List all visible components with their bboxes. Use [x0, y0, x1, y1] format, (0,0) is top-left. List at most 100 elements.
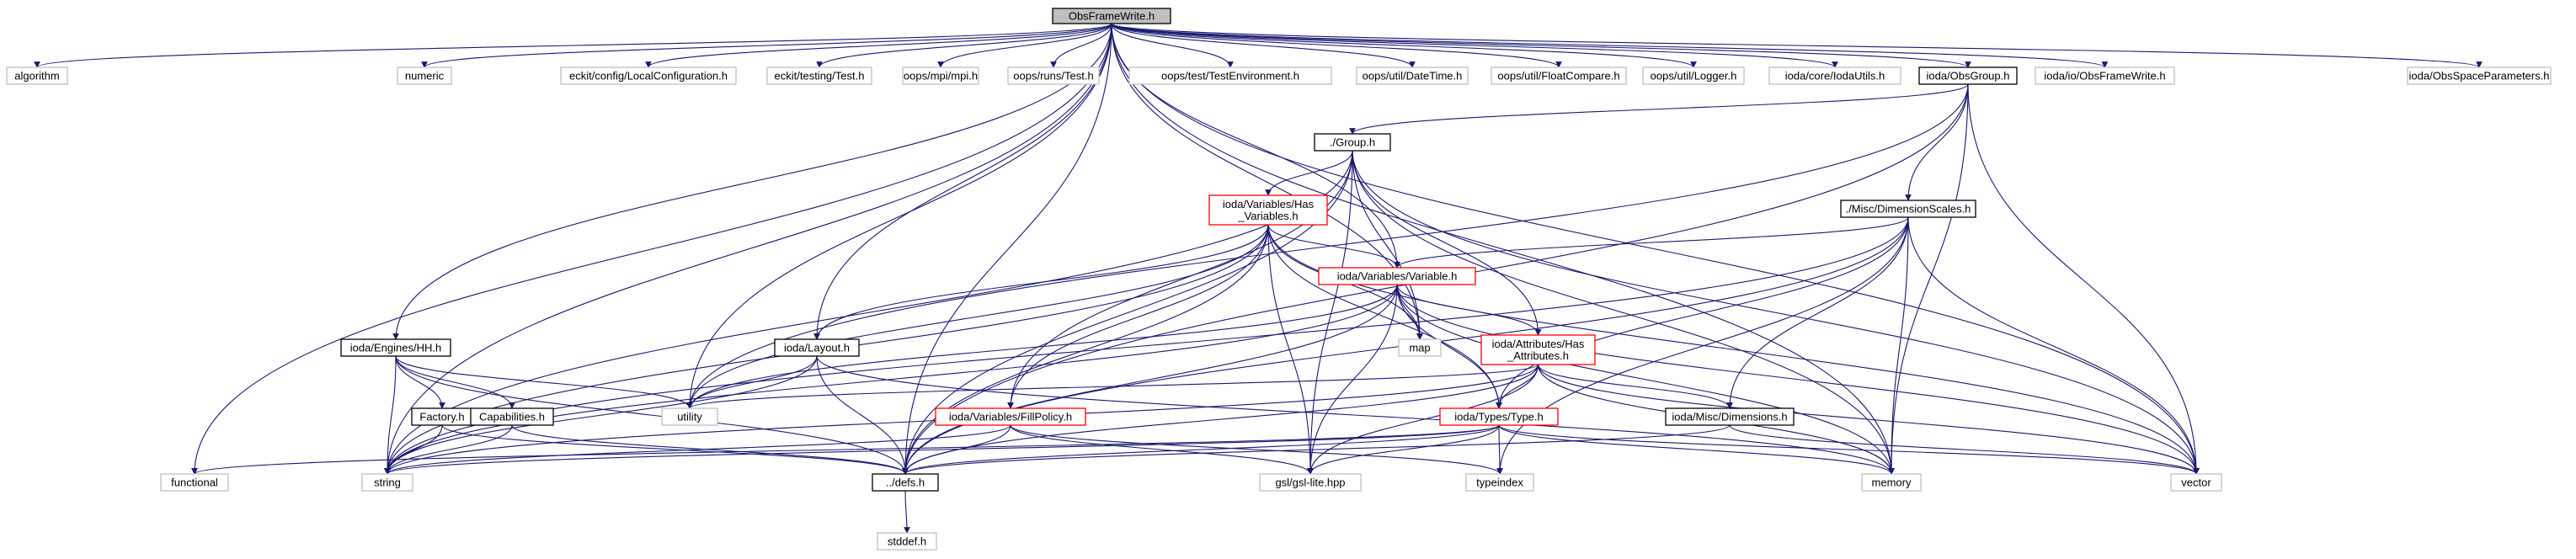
edge-root-to-datetime — [1111, 23, 1416, 68]
edge-hh-to-string — [384, 355, 397, 475]
node-label: ./Group.h — [1330, 136, 1375, 149]
node-box — [1314, 133, 1391, 152]
node-box — [774, 338, 860, 357]
edge-root-to-mpi — [937, 23, 1112, 68]
node-hasvars[interactable]: ioda/Variables/Has_Variables.h — [1208, 194, 1328, 226]
node-label: stddef.h — [888, 535, 926, 548]
node-box — [1259, 473, 1362, 492]
node-box — [1318, 267, 1476, 285]
node-label: functional — [171, 476, 218, 489]
node-box — [1398, 338, 1442, 357]
node-box — [397, 67, 452, 85]
node-functional: functional — [160, 473, 229, 492]
edge-type-to-string — [384, 424, 1500, 475]
node-defs[interactable]: ../defs.h — [872, 473, 939, 492]
node-label: Factory.h — [419, 411, 464, 423]
node-label: oops/util/FloatCompare.h — [1497, 70, 1619, 83]
edge-type-to-defs — [902, 424, 1500, 475]
edge-variable-to-hasattrs — [1396, 284, 1542, 336]
edge-group-to-fillpolicy — [1007, 150, 1353, 409]
node-box — [1840, 200, 1976, 218]
node-gsl: gsl/gsl-lite.hpp — [1259, 473, 1362, 492]
edge-hasvars-to-utility — [686, 224, 1269, 409]
node-dims[interactable]: ioda/Misc/Dimensions.h — [1665, 407, 1795, 426]
node-iofw: ioda/io/ObsFrameWrite.h — [2035, 67, 2175, 85]
node-hh[interactable]: ioda/Engines/HH.h — [340, 338, 451, 357]
node-box — [1861, 473, 1922, 492]
edge-obsgroup-to-group — [1349, 83, 1969, 135]
node-label: ioda/ObsSpaceParameters.h — [2409, 70, 2550, 83]
node-box — [1465, 473, 1534, 492]
node-logger: oops/util/Logger.h — [1642, 67, 1745, 85]
edge-hh-to-defs — [395, 355, 909, 475]
node-label: oops/util/DateTime.h — [1363, 70, 1463, 83]
node-label: ioda/Variables/Has — [1223, 198, 1315, 210]
node-layout[interactable]: ioda/Layout.h — [774, 338, 860, 357]
node-label: Capabilities.h — [479, 411, 545, 423]
node-hasattrs[interactable]: ioda/Attributes/Has_Attributes.h — [1480, 334, 1596, 365]
edge-obsgroup-to-vector — [1967, 83, 2200, 475]
node-box — [877, 532, 937, 551]
edge-type-to-gsl — [1307, 424, 1500, 475]
node-utility: utility — [661, 407, 718, 426]
node-caps[interactable]: Capabilities.h — [470, 407, 554, 426]
edge-dims-to-vector — [1729, 424, 2200, 475]
node-typeindex: typeindex — [1465, 473, 1534, 492]
node-label: oops/test/TestEnvironment.h — [1161, 70, 1299, 83]
edge-dimscales-to-typeindex — [1496, 216, 1909, 475]
edge-root-to-floatcmp — [1111, 23, 1562, 68]
node-box — [1356, 67, 1469, 85]
node-datetime: oops/util/DateTime.h — [1356, 67, 1469, 85]
edge-root-to-memory — [1111, 23, 1895, 475]
edge-root-to-logger — [1111, 23, 1697, 68]
node-group[interactable]: ./Group.h — [1314, 133, 1391, 152]
edge-root-to-localconf — [645, 23, 1112, 68]
edge-obsgroup-to-dimscales — [1905, 83, 1969, 201]
node-box — [1918, 67, 2018, 85]
node-box — [1642, 67, 1745, 85]
node-label: ../defs.h — [886, 476, 925, 489]
node-label: ioda/Engines/HH.h — [350, 342, 441, 354]
edge-hasattrs-to-utility — [686, 364, 1539, 409]
edge-type-to-vector — [1498, 424, 2200, 475]
edge-obsgroup-to-memory — [1888, 83, 1969, 475]
edge-group-to-gsl — [1307, 150, 1353, 475]
edge-root-to-testenv — [1111, 23, 1234, 68]
node-vector: vector — [2170, 473, 2222, 492]
node-box — [160, 473, 229, 492]
node-label: string — [374, 476, 401, 489]
node-label: gsl/gsl-lite.hpp — [1275, 476, 1345, 489]
node-box — [1128, 67, 1332, 85]
node-label: ioda/Variables/FillPolicy.h — [949, 411, 1072, 423]
node-box — [1208, 194, 1328, 226]
node-box — [2407, 67, 2552, 85]
edge-layout-to-string — [384, 355, 818, 475]
node-map: map — [1398, 338, 1442, 357]
node-dimscales[interactable]: ./Misc/DimensionScales.h — [1840, 200, 1976, 218]
node-obsgroup[interactable]: ioda/ObsGroup.h — [1918, 67, 2018, 85]
node-label: ioda/core/IodaUtils.h — [1785, 70, 1885, 83]
node-type[interactable]: ioda/Types/Type.h — [1439, 407, 1559, 426]
node-box — [1052, 8, 1171, 24]
node-iodautils: ioda/core/IodaUtils.h — [1768, 67, 1901, 85]
node-variable[interactable]: ioda/Variables/Variable.h — [1318, 267, 1476, 285]
node-mpi: oops/mpi/mpi.h — [902, 67, 979, 85]
edge-group-to-hasattrs — [1352, 150, 1542, 336]
node-fillpolicy[interactable]: ioda/Variables/FillPolicy.h — [935, 407, 1086, 426]
edge-group-to-memory — [1352, 150, 1895, 475]
node-box — [872, 473, 939, 492]
node-box — [6, 67, 68, 85]
node-root[interactable]: ObsFrameWrite.h — [1052, 8, 1171, 24]
node-label: ioda/io/ObsFrameWrite.h — [2044, 70, 2165, 83]
edge-dimscales-to-memory — [1888, 216, 1909, 475]
edge-variable-to-utility — [686, 284, 1398, 409]
node-label: eckit/config/LocalConfiguration.h — [569, 70, 728, 83]
edge-root-to-hh — [392, 23, 1112, 340]
edge-hh-to-caps — [395, 355, 515, 409]
edge-hasvars-to-fillpolicy — [1007, 224, 1269, 409]
node-box — [661, 407, 718, 426]
edge-root-to-numeric — [421, 23, 1112, 68]
edge-layout-to-utility — [686, 355, 818, 409]
node-box — [1007, 67, 1100, 85]
node-factory[interactable]: Factory.h — [411, 407, 473, 426]
